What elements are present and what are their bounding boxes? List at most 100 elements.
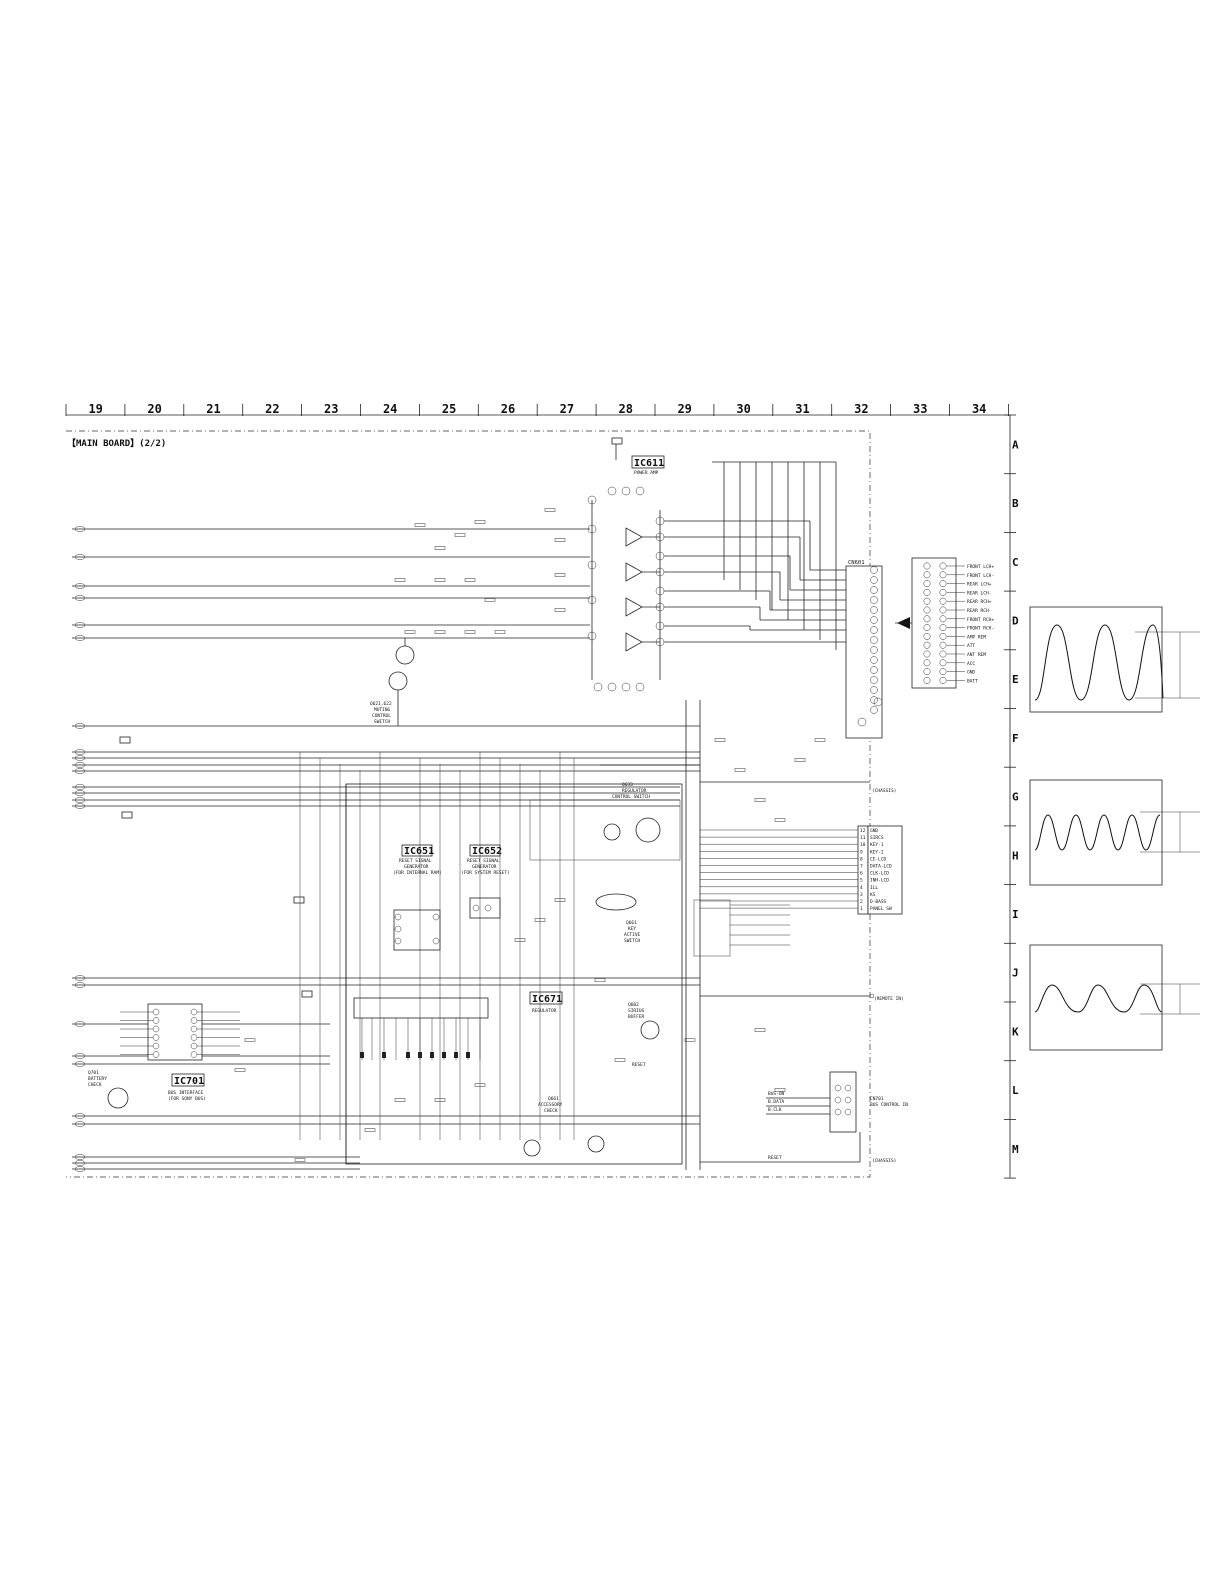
harness-pin bbox=[939, 606, 947, 614]
harness-label: FRONT LCH- bbox=[967, 573, 994, 579]
kb-pin-label: CE-LCD bbox=[870, 856, 887, 862]
resistor-mark bbox=[434, 1098, 446, 1102]
resistor-mark bbox=[484, 598, 496, 602]
reset-label: RESET bbox=[632, 1062, 646, 1068]
cn601-label: CN601 bbox=[848, 560, 865, 566]
board-outline bbox=[66, 430, 871, 1178]
harness-label: ANT REM bbox=[967, 652, 986, 658]
harness-label: FRONT RCH- bbox=[967, 626, 994, 632]
resistor-mark bbox=[474, 520, 486, 524]
kb-pin-number: 4 bbox=[860, 885, 863, 891]
ic651-label: IC651 bbox=[404, 846, 434, 857]
kb-pin-number: 10 bbox=[860, 842, 866, 848]
column-number: 30 bbox=[736, 402, 750, 416]
connector-pin bbox=[870, 646, 878, 654]
resistor-mark bbox=[554, 573, 566, 577]
resistor-mark bbox=[244, 1038, 256, 1042]
harness-pin bbox=[939, 668, 947, 676]
kb-pin-number: 11 bbox=[860, 835, 866, 841]
resistor-mark bbox=[394, 578, 406, 582]
chassis-label-1: (CHASSIS) bbox=[872, 788, 896, 794]
harness-pin bbox=[923, 571, 931, 579]
ic671-label: IC671 bbox=[532, 994, 562, 1005]
key-active-0: Q661 bbox=[626, 920, 637, 926]
accessory-1: ACCESSORY bbox=[538, 1102, 563, 1108]
resistor-mark bbox=[684, 1038, 696, 1042]
ic611-label: IC611 bbox=[634, 458, 664, 469]
sirius-buffer: Q602 SIRIUS BUFFER RESET bbox=[628, 1002, 660, 1068]
resistor-mark bbox=[774, 1088, 786, 1092]
row-letter: A bbox=[1012, 438, 1019, 451]
resistor-mark bbox=[734, 768, 746, 772]
kb-pin-label: D-BASS bbox=[870, 899, 887, 905]
waveform-panel-2 bbox=[1029, 779, 1200, 886]
harness-label: REAR RCH+ bbox=[967, 599, 992, 605]
kb-pin-number: 6 bbox=[860, 871, 863, 877]
kb-pin-number: 7 bbox=[860, 864, 863, 870]
key-board-connector: A KEY BOARD CNP901 12GND11SIRCS10KEY-19K… bbox=[700, 825, 903, 915]
bus-label-3: RESET bbox=[768, 1155, 782, 1161]
output-harness: FRONT LCH+FRONT LCH-REAR LCH+REAR LCH-RE… bbox=[895, 557, 994, 689]
muting-label-1: MUTING bbox=[374, 707, 391, 713]
column-number: 22 bbox=[265, 402, 279, 416]
battery-0: Q701 bbox=[88, 1070, 99, 1076]
kb-pin-number: 5 bbox=[860, 878, 863, 884]
resistor-mark bbox=[594, 978, 606, 982]
harness-label: GND bbox=[967, 670, 975, 676]
ic701-label: IC701 bbox=[174, 1076, 204, 1087]
connector-pin bbox=[870, 616, 878, 624]
battery-1: BATTERY bbox=[88, 1076, 107, 1082]
kb-pin-number: 2 bbox=[860, 899, 863, 905]
harness-pin bbox=[923, 624, 931, 632]
ic651-reset: IC651 RESET SIGNAL GENERATOR (FOR INTERN… bbox=[393, 844, 442, 951]
regulator-chip bbox=[353, 997, 489, 1060]
column-number: 31 bbox=[795, 402, 809, 416]
reg-ctrl-2: CONTROL SWITCH bbox=[612, 794, 650, 800]
harness-pin bbox=[939, 615, 947, 623]
connector-pin bbox=[870, 576, 878, 584]
resistor-mark bbox=[434, 578, 446, 582]
kb-pin-label: KEY-1 bbox=[870, 842, 884, 848]
harness-pin bbox=[939, 624, 947, 632]
bus-label-0: BUS-ON bbox=[768, 1091, 785, 1097]
harness-pin bbox=[939, 632, 947, 640]
connector-pin bbox=[870, 626, 878, 634]
harness-pin bbox=[923, 632, 931, 640]
ic652-reset: IC652 RESET SIGNAL GENERATOR (FOR SYSTEM… bbox=[461, 844, 510, 919]
resistor-mark bbox=[404, 630, 416, 634]
accessory-0: Q661 bbox=[548, 1096, 559, 1102]
harness-pin bbox=[923, 650, 931, 658]
ic652-desc2: GENERATOR bbox=[472, 864, 497, 870]
column-number: 20 bbox=[147, 402, 161, 416]
board-title: 【MAIN BOARD】(2/2) bbox=[67, 438, 166, 449]
column-number: 28 bbox=[619, 402, 633, 416]
harness-label: FRONT LCH+ bbox=[967, 564, 994, 570]
connector-pin bbox=[870, 606, 878, 614]
resistor-mark bbox=[814, 738, 826, 742]
key-active-switch: Q661 KEY ACTIVE SWITCH bbox=[595, 893, 641, 944]
column-number: 26 bbox=[501, 402, 515, 416]
remote-in: (REMOTE IN) (CHASSIS) bbox=[700, 781, 904, 1002]
waveform-panel-1 bbox=[1029, 606, 1200, 713]
harness-label: FRONT RCH+ bbox=[967, 617, 994, 623]
kb-pin-label: GND bbox=[870, 828, 878, 834]
ic611-desc: POWER AMP bbox=[634, 470, 659, 476]
battery-2: CHECK bbox=[88, 1082, 102, 1088]
waveform-panel-3 bbox=[1029, 944, 1200, 1051]
connector-pin bbox=[873, 697, 883, 707]
kb-pin-label: SIRCS bbox=[870, 835, 884, 841]
cn601-connector: CN601 bbox=[740, 521, 883, 739]
resistor-mark bbox=[474, 1083, 486, 1087]
ic651-desc3: (FOR INTERNAL RAM) bbox=[393, 870, 442, 876]
resistor-mark bbox=[554, 898, 566, 902]
column-number: 27 bbox=[560, 402, 574, 416]
central-frame bbox=[345, 700, 701, 1170]
ic701-desc2: (FOR SONY BUS) bbox=[168, 1096, 206, 1102]
kb-pin-number: 1 bbox=[860, 906, 863, 912]
connector-pin bbox=[870, 636, 878, 644]
harness-pin bbox=[939, 597, 947, 605]
harness-pin bbox=[923, 676, 931, 684]
sirius-2: BUFFER bbox=[628, 1014, 645, 1020]
harness-pin bbox=[923, 659, 931, 667]
